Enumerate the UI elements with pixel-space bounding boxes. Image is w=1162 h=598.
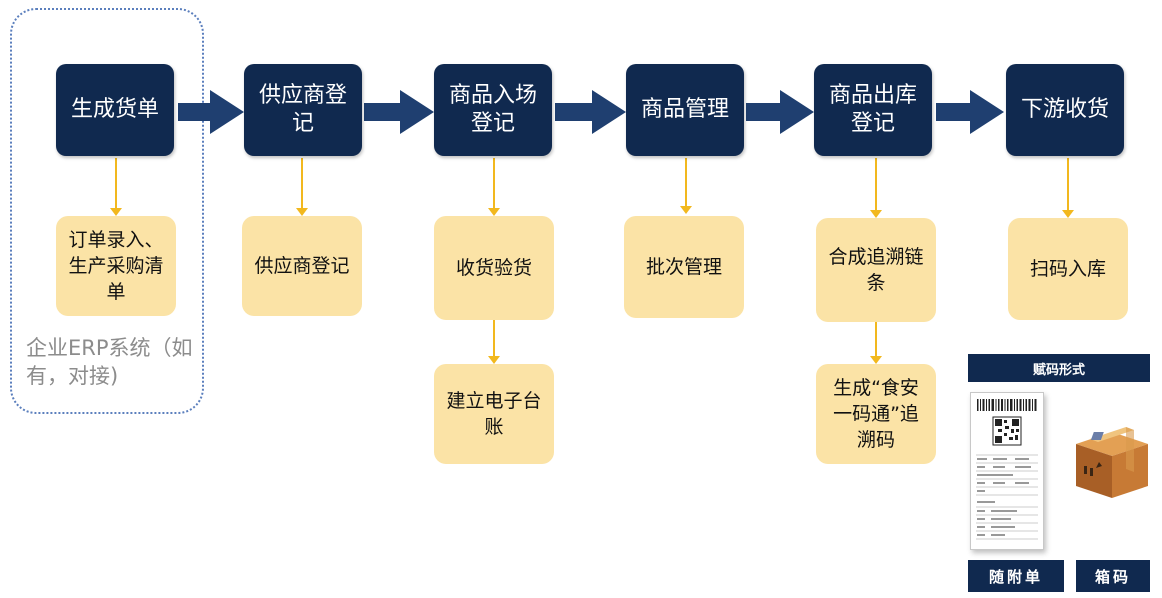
step-trace-code: 生成“食安一码通”追溯码	[816, 364, 936, 464]
step-receiving-inspection: 收货验货	[434, 216, 554, 320]
step-supplier-registration: 供应商登记	[242, 216, 362, 316]
step-batch-management: 批次管理	[624, 216, 744, 318]
flow-arrow-2-3	[364, 90, 434, 134]
connector-stage2-arrowhead	[296, 208, 308, 216]
stage-goods-management: 商品管理	[626, 64, 744, 156]
connector-step5-arrowhead	[870, 356, 882, 364]
accompanying-document-label: 随附单	[968, 560, 1064, 592]
carton-box-icon	[1076, 427, 1148, 498]
connector-stage5-arrowhead	[870, 210, 882, 218]
step-electronic-ledger: 建立电子台账	[434, 364, 554, 464]
stage-supplier-registration: 供应商登记	[244, 64, 362, 156]
connector-stage1-arrowhead	[110, 208, 122, 216]
step-trace-chain: 合成追溯链条	[816, 218, 936, 322]
erp-system-region	[10, 8, 204, 414]
box-code-label: 箱码	[1076, 560, 1150, 592]
erp-system-label: 企业ERP系统（如有，对接)	[26, 336, 193, 388]
connector-stage4-arrowhead	[680, 206, 692, 214]
step-scan-inbound: 扫码入库	[1008, 218, 1128, 320]
accompanying-document-image	[970, 392, 1044, 550]
flow-arrow-3-4	[555, 90, 626, 134]
stage-goods-outbound: 商品出库登记	[814, 64, 932, 156]
step-order-entry: 订单录入、生产采购清单	[56, 216, 176, 316]
qr-code-icon	[992, 416, 1022, 446]
flow-arrow-1-2	[178, 90, 244, 134]
code-format-title: 赋码形式	[968, 354, 1150, 382]
flow-arrow-5-6	[936, 90, 1004, 134]
connector-step3-arrowhead	[488, 356, 500, 364]
connector-stage3-arrowhead	[488, 208, 500, 216]
flow-arrow-4-5	[746, 90, 814, 134]
stage-generate-order: 生成货单	[56, 64, 174, 156]
connector-stage6-arrowhead	[1062, 210, 1074, 218]
stage-goods-inbound: 商品入场登记	[434, 64, 552, 156]
barcode-icon	[977, 399, 1037, 411]
stage-downstream-receiving: 下游收货	[1006, 64, 1124, 156]
